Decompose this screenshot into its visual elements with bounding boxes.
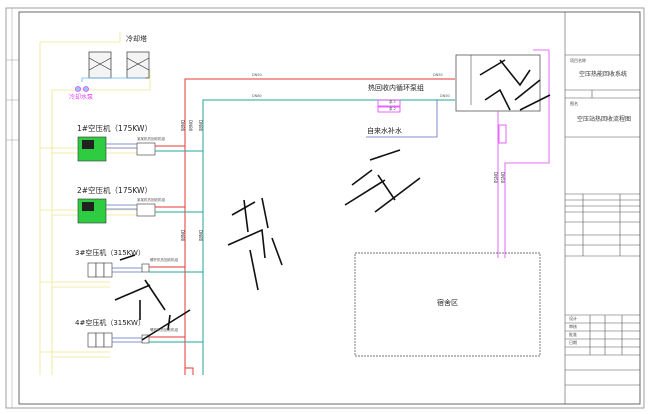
cooling-tower-2 — [126, 51, 150, 79]
oil-lines — [106, 143, 142, 343]
cooling-pump-label: 冷却水泵 — [69, 94, 94, 101]
compressor-2-label: 2#空压机（175KW） — [77, 186, 152, 195]
pipe-label-v1: DN80 — [180, 120, 185, 132]
project-label: 项目名称 — [570, 58, 586, 63]
hot-water-line — [149, 78, 455, 375]
title-block — [564, 12, 640, 404]
compressor-4-tag: 螺杆机热回收机组 — [150, 328, 178, 332]
compressor-3-label: 3#空压机（315KW） — [75, 249, 145, 257]
pump-group-label: 热回收内循环泵组 — [368, 84, 424, 92]
compressor-4-icon — [87, 332, 113, 348]
drawing-label: 图名 — [570, 101, 578, 106]
inner-frame — [18, 11, 641, 405]
pump-2-label: 泵-2 — [389, 107, 396, 111]
project-name: 空压热能回收系统 — [579, 71, 628, 78]
pipe-label-v3: DN80 — [198, 120, 203, 132]
check-label-4: 日期 — [569, 340, 577, 345]
pipe-label-v7: DN50 — [500, 172, 505, 184]
check-label-2: 审核 — [569, 324, 577, 329]
cooling-pump-icon — [75, 77, 145, 92]
pipe-label-hot-2: DN50 — [433, 73, 443, 77]
makeup-water-line — [366, 100, 438, 138]
supply-lines-pink — [497, 49, 550, 258]
cooling-tower-label: 冷却塔 — [126, 35, 147, 43]
compressor-1-tag: 某某机热回收机组 — [137, 137, 165, 141]
compressor-1-label: 1#空压机（175KW） — [77, 124, 152, 133]
cold-water-line — [149, 99, 455, 375]
compressor-2-tag: 某某机热回收机组 — [137, 198, 165, 202]
pipe-label-v2: DN80 — [188, 120, 193, 132]
pipe-label-cold-2: DN50 — [440, 94, 450, 98]
compressor-4-label: 4#空压机（315KW） — [75, 319, 145, 327]
cooling-tower-1 — [88, 51, 112, 79]
check-label-1: 设计 — [569, 316, 577, 321]
pipe-label-hot-1: DN50 — [252, 73, 262, 77]
pipe-label-v4: DN80 — [180, 230, 185, 242]
pipe-label-v5: DN80 — [198, 230, 203, 242]
compressor-2-icon — [77, 198, 107, 224]
watermark — [114, 59, 551, 341]
pipe-label-cold-1: DN80 — [252, 94, 262, 98]
outer-border — [5, 7, 645, 409]
pump-1-label: 泵-1 — [389, 100, 396, 104]
compressor-1-icon — [77, 136, 107, 162]
compressor-3-icon — [87, 262, 113, 278]
heat-recovery-units — [136, 142, 156, 344]
circulation-pump-group — [377, 99, 401, 113]
compressor-3-tag: 螺杆机热回收机组 — [150, 258, 178, 262]
pipe-label-v6: DN50 — [493, 172, 498, 184]
dormitory-label: 宿舍区 — [437, 299, 458, 307]
check-label-3: 批准 — [569, 332, 577, 337]
drawing-name: 空压站热回收流程图 — [577, 116, 632, 123]
makeup-water-label: 自来水补水 — [367, 127, 402, 135]
